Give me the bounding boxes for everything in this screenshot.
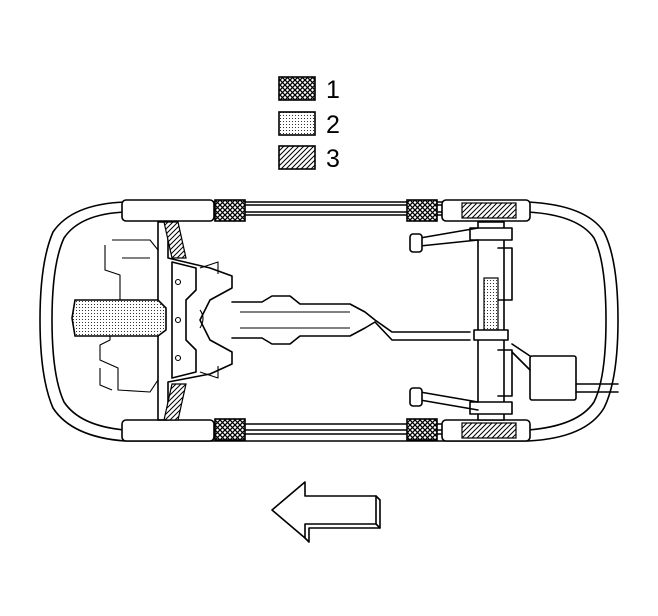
- legend: 1 2 3: [278, 76, 340, 173]
- legend-label-1: 1: [326, 76, 340, 104]
- exhaust-system: [231, 295, 471, 345]
- engine-block-pattern-2: [71, 299, 167, 337]
- lift-points-pattern-1: [214, 199, 438, 441]
- legend-item-3: 3: [278, 145, 340, 173]
- muffler: [511, 343, 619, 401]
- front-body-mounts: [121, 199, 215, 442]
- legend-item-1: 1: [278, 76, 340, 104]
- rear-suspension: [409, 221, 513, 421]
- legend-label-2: 2: [326, 111, 340, 139]
- front-subframe: [157, 221, 233, 421]
- forward-arrow-icon: [271, 481, 381, 543]
- engine-outline: [99, 239, 159, 393]
- legend-item-2: 2: [278, 111, 340, 139]
- legend-swatch-crosshatch: [278, 76, 316, 101]
- legend-swatch-dots: [278, 111, 316, 136]
- legend-swatch-diagonal-hatch: [278, 145, 316, 170]
- legend-label-3: 3: [326, 145, 340, 173]
- rear-lift-points-pattern-3: [441, 199, 531, 442]
